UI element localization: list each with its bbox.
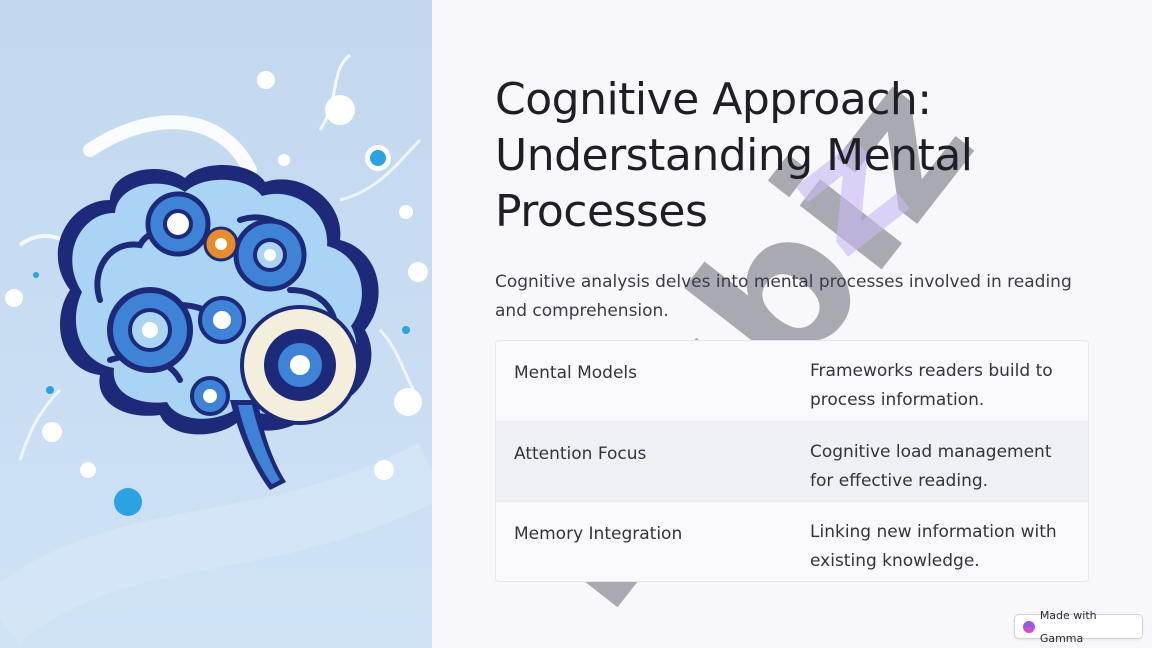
title-line-3: Processes	[495, 186, 708, 237]
slide-subtitle: Cognitive analysis delves into mental pr…	[495, 272, 1072, 321]
description-cell: Linking new information with existing kn…	[810, 522, 1057, 571]
table-row: Attention Focus Cognitive load managemen…	[496, 421, 1088, 501]
term-cell: Attention Focus	[514, 444, 647, 464]
term-cell: Mental Models	[514, 363, 638, 383]
description-cell: Frameworks readers build to process info…	[810, 361, 1053, 410]
title-line-2: Understanding Mental	[495, 130, 973, 181]
concepts-table: Mental Models Frameworks readers build t…	[495, 340, 1089, 582]
table-row: Mental Models Frameworks readers build t…	[496, 341, 1088, 421]
slide-title: Cognitive Approach: Understanding Mental…	[495, 72, 1055, 240]
gear-large-cream	[240, 305, 360, 425]
title-line-1: Cognitive Approach:	[495, 74, 932, 125]
illustration-panel	[0, 0, 432, 648]
brain-gears-illustration	[0, 53, 432, 644]
badge-label: Made with Gamma	[1039, 608, 1097, 645]
table-row: Memory Integration Linking new informati…	[496, 501, 1088, 581]
description-cell: Cognitive load management for effective …	[810, 442, 1052, 491]
term-cell: Memory Integration	[514, 524, 683, 544]
gamma-logo-icon	[1023, 620, 1035, 633]
made-with-gamma-badge[interactable]: Made with Gamma	[1014, 609, 1143, 645]
